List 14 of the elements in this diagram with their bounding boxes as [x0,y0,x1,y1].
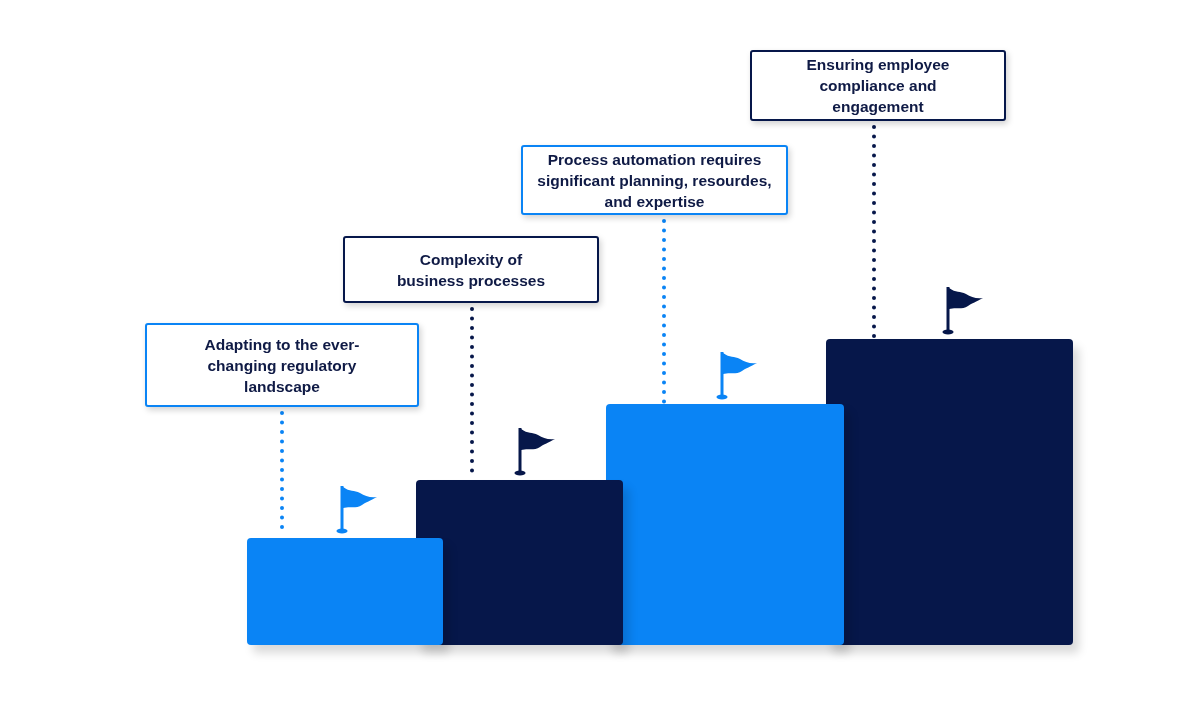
callout-box [343,236,599,303]
leader-line [662,219,666,404]
callout-text: Complexity of business processes [395,249,547,291]
step-bar [247,538,443,645]
step-bar [606,404,844,645]
callout-box [145,323,419,407]
callout-text: Ensuring employee compliance and engagement [805,55,951,117]
callout-box [750,50,1006,121]
step-bar [826,339,1073,645]
callout-text: Adapting to the ever-changing regulatory landscape [203,334,361,397]
callout-text: Process automation requires significant planning, resourdes, and expertise [536,149,773,212]
leader-line [872,125,876,339]
step-bar [416,480,623,645]
callout-box [521,145,788,215]
